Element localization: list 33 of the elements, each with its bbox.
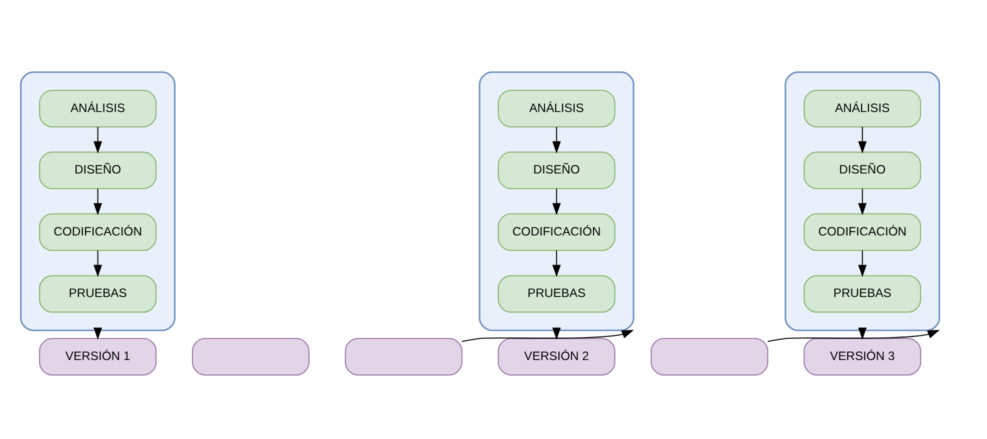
- node-box: VERSIÓN 2: [498, 338, 616, 376]
- node-box: DISEÑO: [804, 152, 922, 190]
- arrow: [552, 126, 561, 154]
- arrow: [94, 328, 102, 340]
- node-box: PRUEBAS: [39, 275, 157, 313]
- cluster: [20, 71, 176, 332]
- node-box: DISEÑO: [498, 152, 616, 190]
- node-box: [344, 338, 462, 376]
- arrow: [552, 328, 561, 340]
- node-box: PRUEBAS: [498, 275, 616, 313]
- node-box: [192, 338, 310, 376]
- node-box: ANÁLISIS: [804, 90, 922, 128]
- node-box: DISEÑO: [39, 152, 157, 190]
- arrow: [858, 328, 867, 340]
- arrow: [858, 250, 867, 277]
- cluster: [784, 71, 940, 332]
- node-box: VERSIÓN 3: [804, 338, 922, 376]
- node-box: ANÁLISIS: [498, 90, 616, 128]
- node-box: VERSIÓN 1: [39, 338, 157, 376]
- arrow: [858, 126, 867, 154]
- arrow: [552, 250, 561, 277]
- node-box: PRUEBAS: [804, 275, 922, 313]
- arrow: [552, 188, 561, 216]
- arrow: [94, 250, 102, 277]
- node-box: ANÁLISIS: [39, 90, 157, 128]
- arrow: [94, 126, 102, 154]
- node-box: CODIFICACIÓN: [498, 213, 616, 251]
- node-box: CODIFICACIÓN: [39, 213, 157, 251]
- cluster: [478, 71, 634, 332]
- arrow: [94, 188, 102, 216]
- node-box: CODIFICACIÓN: [804, 213, 922, 251]
- node-box: [650, 338, 768, 376]
- arrow: [858, 188, 867, 216]
